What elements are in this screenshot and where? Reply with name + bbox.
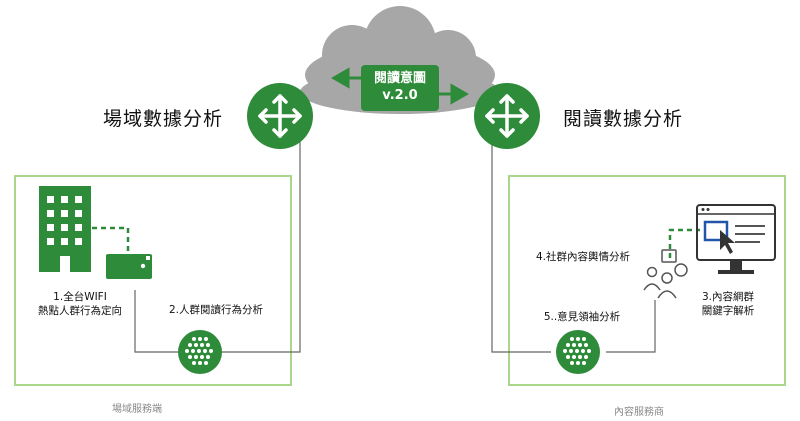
hub-icon-left bbox=[178, 330, 222, 374]
left-dashed-link bbox=[92, 226, 130, 252]
right-dashed-link bbox=[668, 228, 700, 258]
left-caption: 場域服務端 bbox=[112, 404, 162, 415]
right-caption: 內容服務商 bbox=[614, 407, 664, 418]
keyword-label-line1: 3.內容網群 bbox=[701, 291, 755, 303]
cloud-badge bbox=[361, 65, 439, 111]
router-icon-right bbox=[474, 83, 540, 149]
router-icon-left bbox=[247, 83, 313, 149]
cloud-title: 閱讀意圖 bbox=[373, 71, 426, 86]
monitor-icon bbox=[696, 204, 776, 274]
wifi-label-line2: 熱點人群行為定向 bbox=[38, 305, 122, 317]
left-device-line bbox=[134, 290, 180, 353]
wifi-label-line1: 1.全台WIFI bbox=[53, 291, 107, 303]
leader-label: 5..意見領袖分析 bbox=[543, 311, 621, 323]
right-service-box bbox=[508, 175, 786, 386]
double-arrow-icon bbox=[330, 67, 470, 105]
right-people-line bbox=[606, 300, 656, 353]
hub-icon-right bbox=[556, 330, 600, 374]
wifi-device-icon bbox=[106, 254, 152, 279]
wifi-label: 1.全台WIFI 熱點人群行為定向 bbox=[24, 290, 136, 318]
left-service-box bbox=[14, 175, 292, 386]
keyword-label-line2: 關鍵字解析 bbox=[701, 305, 755, 317]
social-label: 4.社群內容輿情分析 bbox=[535, 251, 631, 263]
cloud-version: v.2.0 bbox=[382, 88, 418, 103]
cloud-badge-text: 閱讀意圖 v.2.0 bbox=[361, 70, 439, 104]
left-connector-line bbox=[219, 142, 301, 353]
behavior-label: 2.人群閱讀行為分析 bbox=[168, 304, 264, 316]
right-heading: 閱讀數據分析 bbox=[563, 108, 684, 130]
people-social-icon bbox=[643, 249, 688, 299]
right-connector-line bbox=[491, 142, 551, 353]
left-heading: 場域數據分析 bbox=[103, 108, 224, 130]
building-icon bbox=[39, 186, 91, 272]
keyword-label: 3.內容網群 關鍵字解析 bbox=[688, 290, 768, 318]
